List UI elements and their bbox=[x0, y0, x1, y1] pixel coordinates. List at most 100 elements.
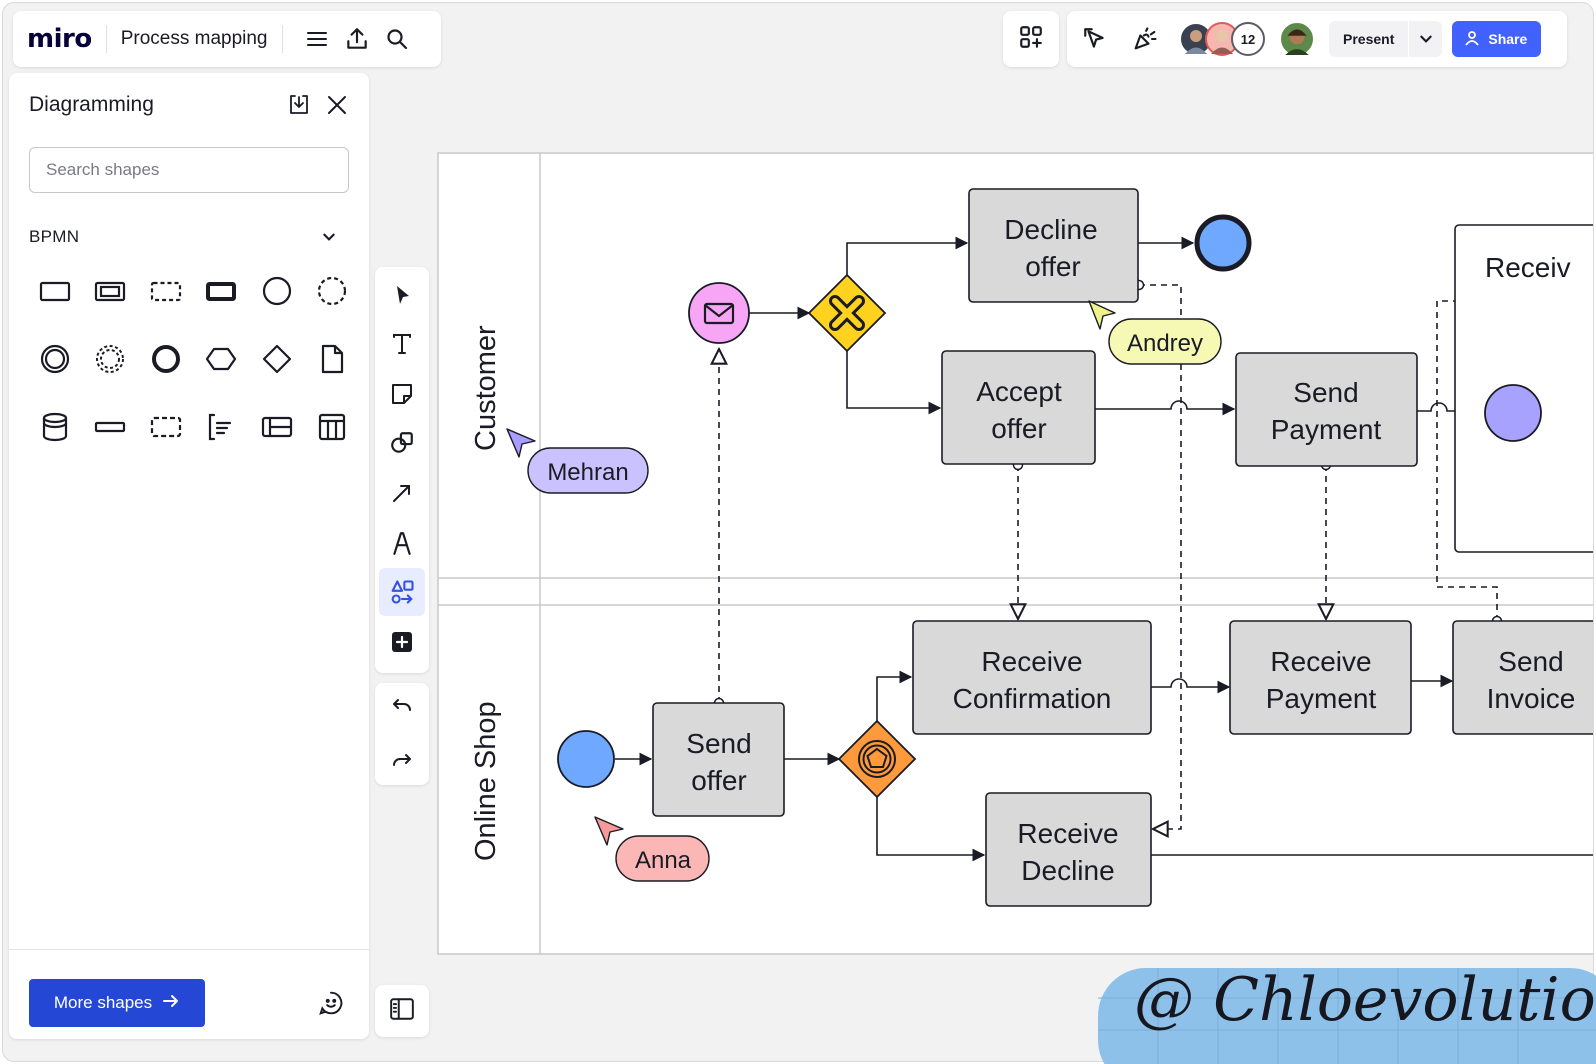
message-flows bbox=[719, 284, 1593, 829]
connector-icon[interactable] bbox=[379, 469, 425, 517]
subprocess-icon[interactable] bbox=[83, 257, 139, 325]
hamburger-menu-icon[interactable] bbox=[297, 19, 337, 59]
history-controls bbox=[375, 683, 429, 785]
board-title[interactable]: Process mapping bbox=[120, 28, 268, 49]
miro-logo[interactable]: miro bbox=[27, 24, 92, 54]
add-more-icon[interactable] bbox=[379, 618, 425, 666]
section-label: BPMN bbox=[29, 227, 80, 246]
lane-label-customer: Customer bbox=[470, 325, 502, 451]
more-shapes-button[interactable]: More shapes bbox=[29, 979, 205, 1027]
task-label: Payment bbox=[1266, 683, 1377, 714]
data-store-icon[interactable] bbox=[27, 393, 83, 461]
task-label: Decline bbox=[1021, 855, 1114, 886]
current-user-avatar[interactable] bbox=[1279, 21, 1315, 57]
sidebar-toggle-button[interactable] bbox=[375, 985, 429, 1037]
avatar-stack[interactable]: 12 bbox=[1179, 22, 1265, 56]
chevron-down-icon[interactable] bbox=[317, 225, 341, 249]
task-icon[interactable] bbox=[27, 257, 83, 325]
task-label: Invoice bbox=[1487, 683, 1576, 714]
text-annotation-icon[interactable] bbox=[194, 393, 250, 461]
watermark-text: @ Chloevolution bbox=[1134, 965, 1596, 1035]
envelope-icon bbox=[703, 302, 735, 325]
chevron-down-icon[interactable] bbox=[1408, 21, 1443, 57]
feedback-smiley-icon[interactable] bbox=[315, 987, 347, 1019]
task-label: Send bbox=[686, 728, 751, 759]
task-receive-decline[interactable]: Receive Decline bbox=[985, 792, 1152, 907]
call-activity-icon[interactable] bbox=[194, 257, 250, 325]
start-event-icon[interactable] bbox=[249, 257, 305, 325]
divider bbox=[9, 949, 369, 950]
x-cross-icon bbox=[829, 295, 865, 331]
apps-grid-icon bbox=[1018, 24, 1044, 55]
group-icon[interactable] bbox=[138, 393, 194, 461]
cursor-select-icon[interactable] bbox=[1075, 19, 1115, 59]
diagramming-icon[interactable] bbox=[379, 568, 425, 617]
shape-library-grid bbox=[27, 257, 360, 461]
intermediate-event-icon[interactable] bbox=[27, 325, 83, 393]
select-icon[interactable] bbox=[379, 271, 425, 319]
undo-icon[interactable] bbox=[379, 685, 425, 732]
arrow-right-icon bbox=[162, 992, 180, 1015]
cursor-anna: Anna bbox=[594, 816, 710, 882]
text-icon[interactable] bbox=[379, 320, 425, 368]
sticky-note-icon[interactable] bbox=[379, 370, 425, 418]
task-label: Receive bbox=[1017, 818, 1118, 849]
divider bbox=[281, 25, 283, 53]
export-upload-icon[interactable] bbox=[337, 19, 377, 59]
task-send-invoice[interactable]: Send Invoice bbox=[1452, 620, 1594, 735]
task-label: offer bbox=[1025, 251, 1081, 282]
search-icon[interactable] bbox=[377, 19, 417, 59]
party-popper-icon[interactable] bbox=[1125, 19, 1165, 59]
cursor-name: Mehran bbox=[547, 459, 628, 486]
present-button[interactable]: Present bbox=[1329, 21, 1409, 57]
close-icon[interactable] bbox=[321, 89, 353, 121]
share-button[interactable]: Share bbox=[1452, 21, 1542, 57]
redo-icon[interactable] bbox=[379, 738, 425, 785]
intermediate-non-interrupting-icon[interactable] bbox=[83, 325, 139, 393]
task-receive-confirmation[interactable]: Receive Confirmation bbox=[912, 620, 1152, 735]
intermediate-event[interactable] bbox=[1484, 384, 1542, 442]
panel-title: Diagramming bbox=[29, 93, 154, 116]
pool-icon[interactable] bbox=[249, 393, 305, 461]
event-based-gateway[interactable] bbox=[837, 719, 917, 799]
diagramming-panel: Diagramming BPMN bbox=[9, 73, 369, 1039]
task-decline-offer[interactable]: Decline offer bbox=[968, 188, 1139, 303]
message-catch-event[interactable] bbox=[688, 282, 750, 344]
task-receive-payment[interactable]: Receive Payment bbox=[1229, 620, 1412, 735]
start-event-online-shop[interactable] bbox=[557, 730, 615, 788]
sidebar-toggle-icon bbox=[389, 996, 415, 1027]
lane-icon[interactable] bbox=[305, 393, 361, 461]
task-label: Receive bbox=[1270, 646, 1371, 677]
shapes-icon[interactable] bbox=[379, 419, 425, 467]
collaboration-bar: 12 Present Share bbox=[1067, 11, 1567, 67]
pen-icon[interactable] bbox=[379, 519, 425, 567]
cursor-name: Anna bbox=[635, 847, 692, 874]
task-accept-offer[interactable]: Accept offer bbox=[941, 350, 1096, 465]
cursor-andrey: Andrey bbox=[1088, 300, 1222, 365]
gateway-icon[interactable] bbox=[249, 325, 305, 393]
search-shapes-input[interactable] bbox=[29, 147, 349, 193]
avatar[interactable] bbox=[1179, 22, 1213, 56]
user-icon bbox=[1464, 30, 1480, 49]
task-send-offer[interactable]: Send offer bbox=[652, 702, 785, 817]
data-object-icon[interactable] bbox=[305, 325, 361, 393]
board-canvas[interactable]: Customer Online Shop bbox=[3, 3, 1594, 1062]
collapsed-pool-icon[interactable] bbox=[83, 393, 139, 461]
conversation-icon[interactable] bbox=[194, 325, 250, 393]
task-label: Receive bbox=[981, 646, 1082, 677]
apps-button[interactable] bbox=[1003, 11, 1059, 67]
save-to-board-icon[interactable] bbox=[283, 89, 315, 121]
task-send-payment[interactable]: Send Payment bbox=[1235, 352, 1418, 467]
exclusive-gateway[interactable] bbox=[807, 273, 887, 353]
task-label: Send bbox=[1498, 646, 1563, 677]
sequence-flows bbox=[615, 236, 1593, 862]
non-interrupting-start-icon[interactable] bbox=[305, 257, 361, 325]
end-event[interactable] bbox=[1194, 214, 1252, 272]
task-label: offer bbox=[691, 765, 747, 796]
task-label: Confirmation bbox=[953, 683, 1112, 714]
task-label: Payment bbox=[1271, 414, 1382, 445]
event-subprocess-icon[interactable] bbox=[138, 257, 194, 325]
collaborator-count-badge[interactable]: 12 bbox=[1231, 22, 1265, 56]
end-event-icon[interactable] bbox=[138, 325, 194, 393]
